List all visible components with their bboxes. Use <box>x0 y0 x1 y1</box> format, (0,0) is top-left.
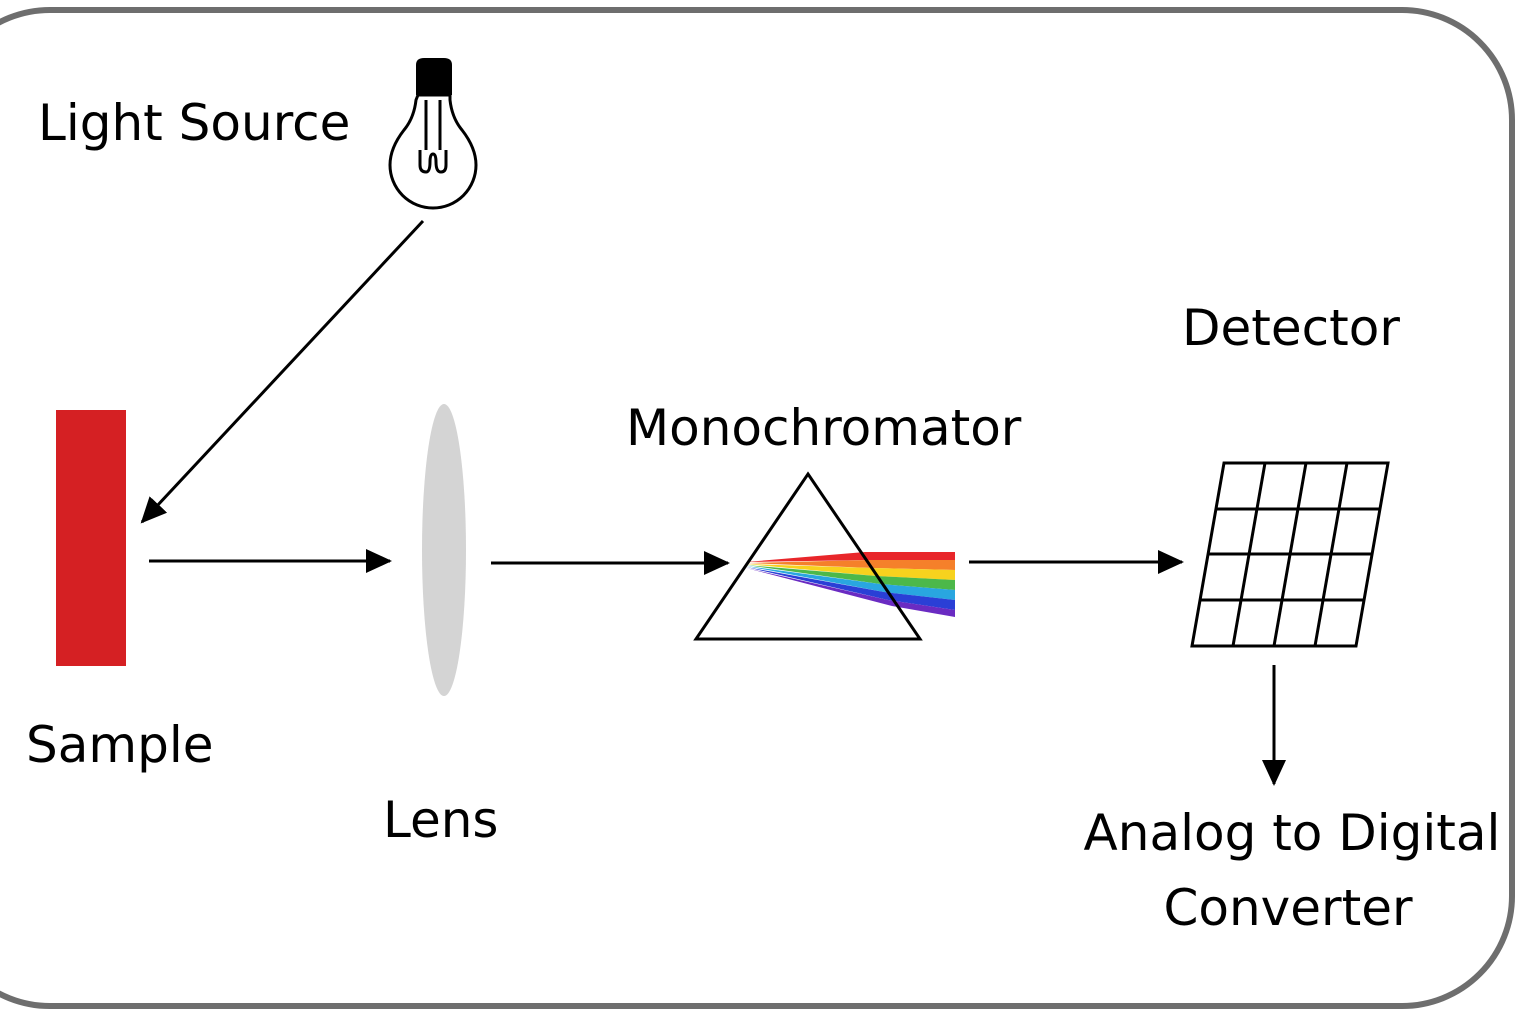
arrow-light-to-sample <box>140 219 425 524</box>
label-monochromator: Monochromator <box>626 399 1022 457</box>
diagram-frame <box>0 7 1515 1009</box>
prism-icon <box>693 471 955 641</box>
label-detector: Detector <box>1182 299 1400 357</box>
label-lens: Lens <box>383 791 498 849</box>
label-sample: Sample <box>26 716 213 774</box>
sample-block <box>56 410 126 666</box>
label-adc-line2: Converter <box>1163 879 1412 937</box>
light-bulb-icon <box>388 58 478 210</box>
sensor-grid-icon <box>1190 461 1390 648</box>
label-light-source: Light Source <box>38 94 350 152</box>
label-adc-line1: Analog to Digital <box>1084 804 1501 862</box>
lens-shape <box>422 404 466 696</box>
